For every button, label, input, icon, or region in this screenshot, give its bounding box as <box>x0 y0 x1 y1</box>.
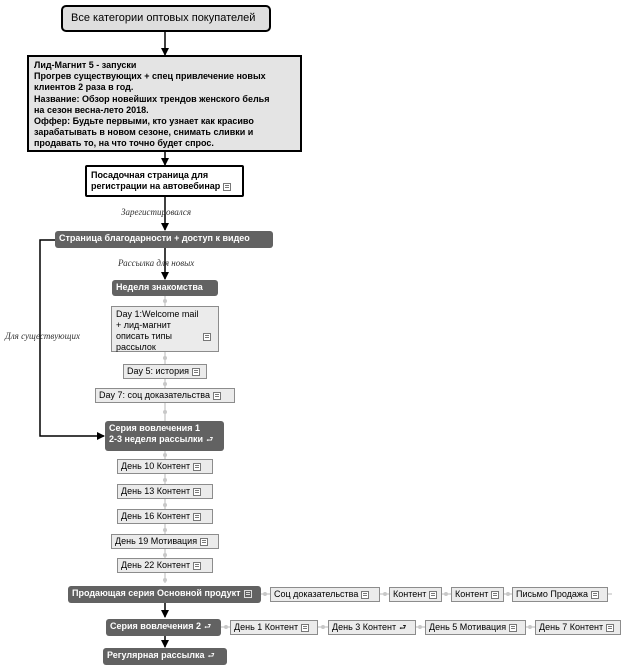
day19-node[interactable]: День 19 Мотивация <box>111 534 219 549</box>
leadmagnet-line: клиентов 2 раза в год. <box>34 82 134 93</box>
s2-day3-label: День 3 Контент <box>332 622 397 632</box>
regular-mailing-node[interactable]: Регулярная рассылка⮐ <box>103 648 227 665</box>
sales-series-node[interactable]: Продающая серия Основной продукт <box>68 586 261 603</box>
sales-letter-node[interactable]: Письмо Продажа <box>512 587 608 602</box>
arrow-thanks-to-series1 <box>39 239 105 440</box>
leadmagnet-node[interactable]: Лид-Магнит 5 - запуски Прогрев существую… <box>27 55 302 152</box>
note-icon <box>590 590 599 599</box>
s2-day7-node[interactable]: День 7 Контент <box>535 620 621 635</box>
series1-line: 2-3 неделя рассылки⮐ <box>109 434 214 445</box>
link-icon: ⮐ <box>399 623 407 633</box>
note-icon <box>243 589 252 598</box>
day13-node[interactable]: День 13 Контент <box>117 484 213 499</box>
leadmagnet-line: Название: Обзор новейших трендов женског… <box>34 93 270 104</box>
sales-letter-label: Письмо Продажа <box>516 589 588 599</box>
edge-label-for-existing: Для существующих <box>5 331 80 341</box>
landing-page-node[interactable]: Посадочная страница для регистрации на а… <box>85 165 244 197</box>
leadmagnet-line: на сезон весна-лето 2018. <box>34 104 149 115</box>
day1-line: + лид-магнит <box>116 320 171 330</box>
edge-label-registered: Зарегистировался <box>121 207 192 217</box>
sales-series-label: Продающая серия Основной продукт <box>72 588 241 598</box>
content-a-label: Контент <box>393 589 427 599</box>
day19-label: День 19 Мотивация <box>115 536 198 546</box>
note-icon <box>191 367 200 376</box>
week-intro-node[interactable]: Неделя знакомства <box>112 280 218 296</box>
day7-node[interactable]: Day 7: соц доказательства <box>95 388 235 403</box>
day10-node[interactable]: День 10 Контент <box>117 459 213 474</box>
day1-line: описать типы <box>116 331 214 342</box>
note-icon <box>301 623 310 632</box>
leadmagnet-line: зарабатывать в новом сезоне, снимать сли… <box>34 127 254 138</box>
series2-label: Серия вовлечения 2 <box>110 621 201 631</box>
day1-node[interactable]: Day 1:Welcome mail + лид-магнит описать … <box>111 306 219 352</box>
s2-day7-label: День 7 Контент <box>539 622 604 632</box>
note-icon <box>203 332 212 341</box>
link-icon: ⮐ <box>207 651 215 661</box>
content-b-label: Контент <box>455 589 489 599</box>
day5-label: Day 5: история <box>127 366 189 376</box>
s2-day3-node[interactable]: День 3 Контент⮐ <box>328 620 416 635</box>
series1-line: Серия вовлечения 1 <box>109 423 200 433</box>
day5-node[interactable]: Day 5: история <box>123 364 207 379</box>
leadmagnet-line: Прогрев существующих + спец привлечение … <box>34 71 266 82</box>
s2-day1-node[interactable]: День 1 Контент <box>230 620 318 635</box>
note-icon <box>223 182 232 191</box>
link-icon: ⮐ <box>206 435 214 445</box>
day22-label: День 22 Контент <box>121 560 191 570</box>
s2-day5-label: День 5 Мотивация <box>429 622 507 632</box>
series1-node[interactable]: Серия вовлечения 1 2-3 неделя рассылки⮐ <box>105 421 224 451</box>
note-icon <box>193 487 202 496</box>
s2-day5-node[interactable]: День 5 Мотивация <box>425 620 526 635</box>
day13-label: День 13 Контент <box>121 486 191 496</box>
s2-day1-label: День 1 Контент <box>234 622 299 632</box>
link-icon: ⮐ <box>203 622 212 632</box>
soc-proof-label: Соц доказательства <box>274 589 359 599</box>
note-icon <box>509 623 518 632</box>
day16-label: День 16 Контент <box>121 511 191 521</box>
day10-label: День 10 Контент <box>121 461 191 471</box>
content-a-node[interactable]: Контент <box>389 587 442 602</box>
day22-node[interactable]: День 22 Контент <box>117 558 213 573</box>
note-icon <box>429 590 438 599</box>
thanks-page-label: Страница благодарности + доступ к видео <box>59 233 250 243</box>
series2-node[interactable]: Серия вовлечения 2⮐ <box>106 619 221 636</box>
day1-line: рассылок <box>116 342 156 352</box>
leadmagnet-line: Лид-Магнит 5 - запуски <box>34 60 137 70</box>
note-icon <box>193 561 202 570</box>
week-intro-label: Неделя знакомства <box>116 282 203 292</box>
note-icon <box>491 590 500 599</box>
note-icon <box>212 391 221 400</box>
leadmagnet-line: Оффер: Будьте первыми, кто узнает как кр… <box>34 116 254 127</box>
thanks-page-node[interactable]: Страница благодарности + доступ к видео <box>55 231 273 248</box>
note-icon <box>193 512 202 521</box>
day16-node[interactable]: День 16 Контент <box>117 509 213 524</box>
landing-line: регистрации на автовебинар <box>91 181 238 192</box>
root-category-node[interactable]: Все категории оптовых покупателей <box>61 5 271 32</box>
landing-line: Посадочная страница для <box>91 170 209 180</box>
note-icon <box>361 590 370 599</box>
root-category-label: Все категории оптовых покупателей <box>71 12 256 24</box>
note-icon <box>193 462 202 471</box>
regular-mailing-label: Регулярная рассылка <box>107 650 205 660</box>
soc-proof-node[interactable]: Соц доказательства <box>270 587 380 602</box>
day1-line: Day 1:Welcome mail <box>116 309 199 319</box>
note-icon <box>200 537 209 546</box>
note-icon <box>606 623 615 632</box>
content-b-node[interactable]: Контент <box>451 587 504 602</box>
leadmagnet-line: продавать то, на что точно будет спрос. <box>34 138 214 149</box>
connector-dots <box>163 299 532 629</box>
edge-label-for-new: Рассылка для новых <box>118 258 195 268</box>
day7-label: Day 7: соц доказательства <box>99 390 210 400</box>
